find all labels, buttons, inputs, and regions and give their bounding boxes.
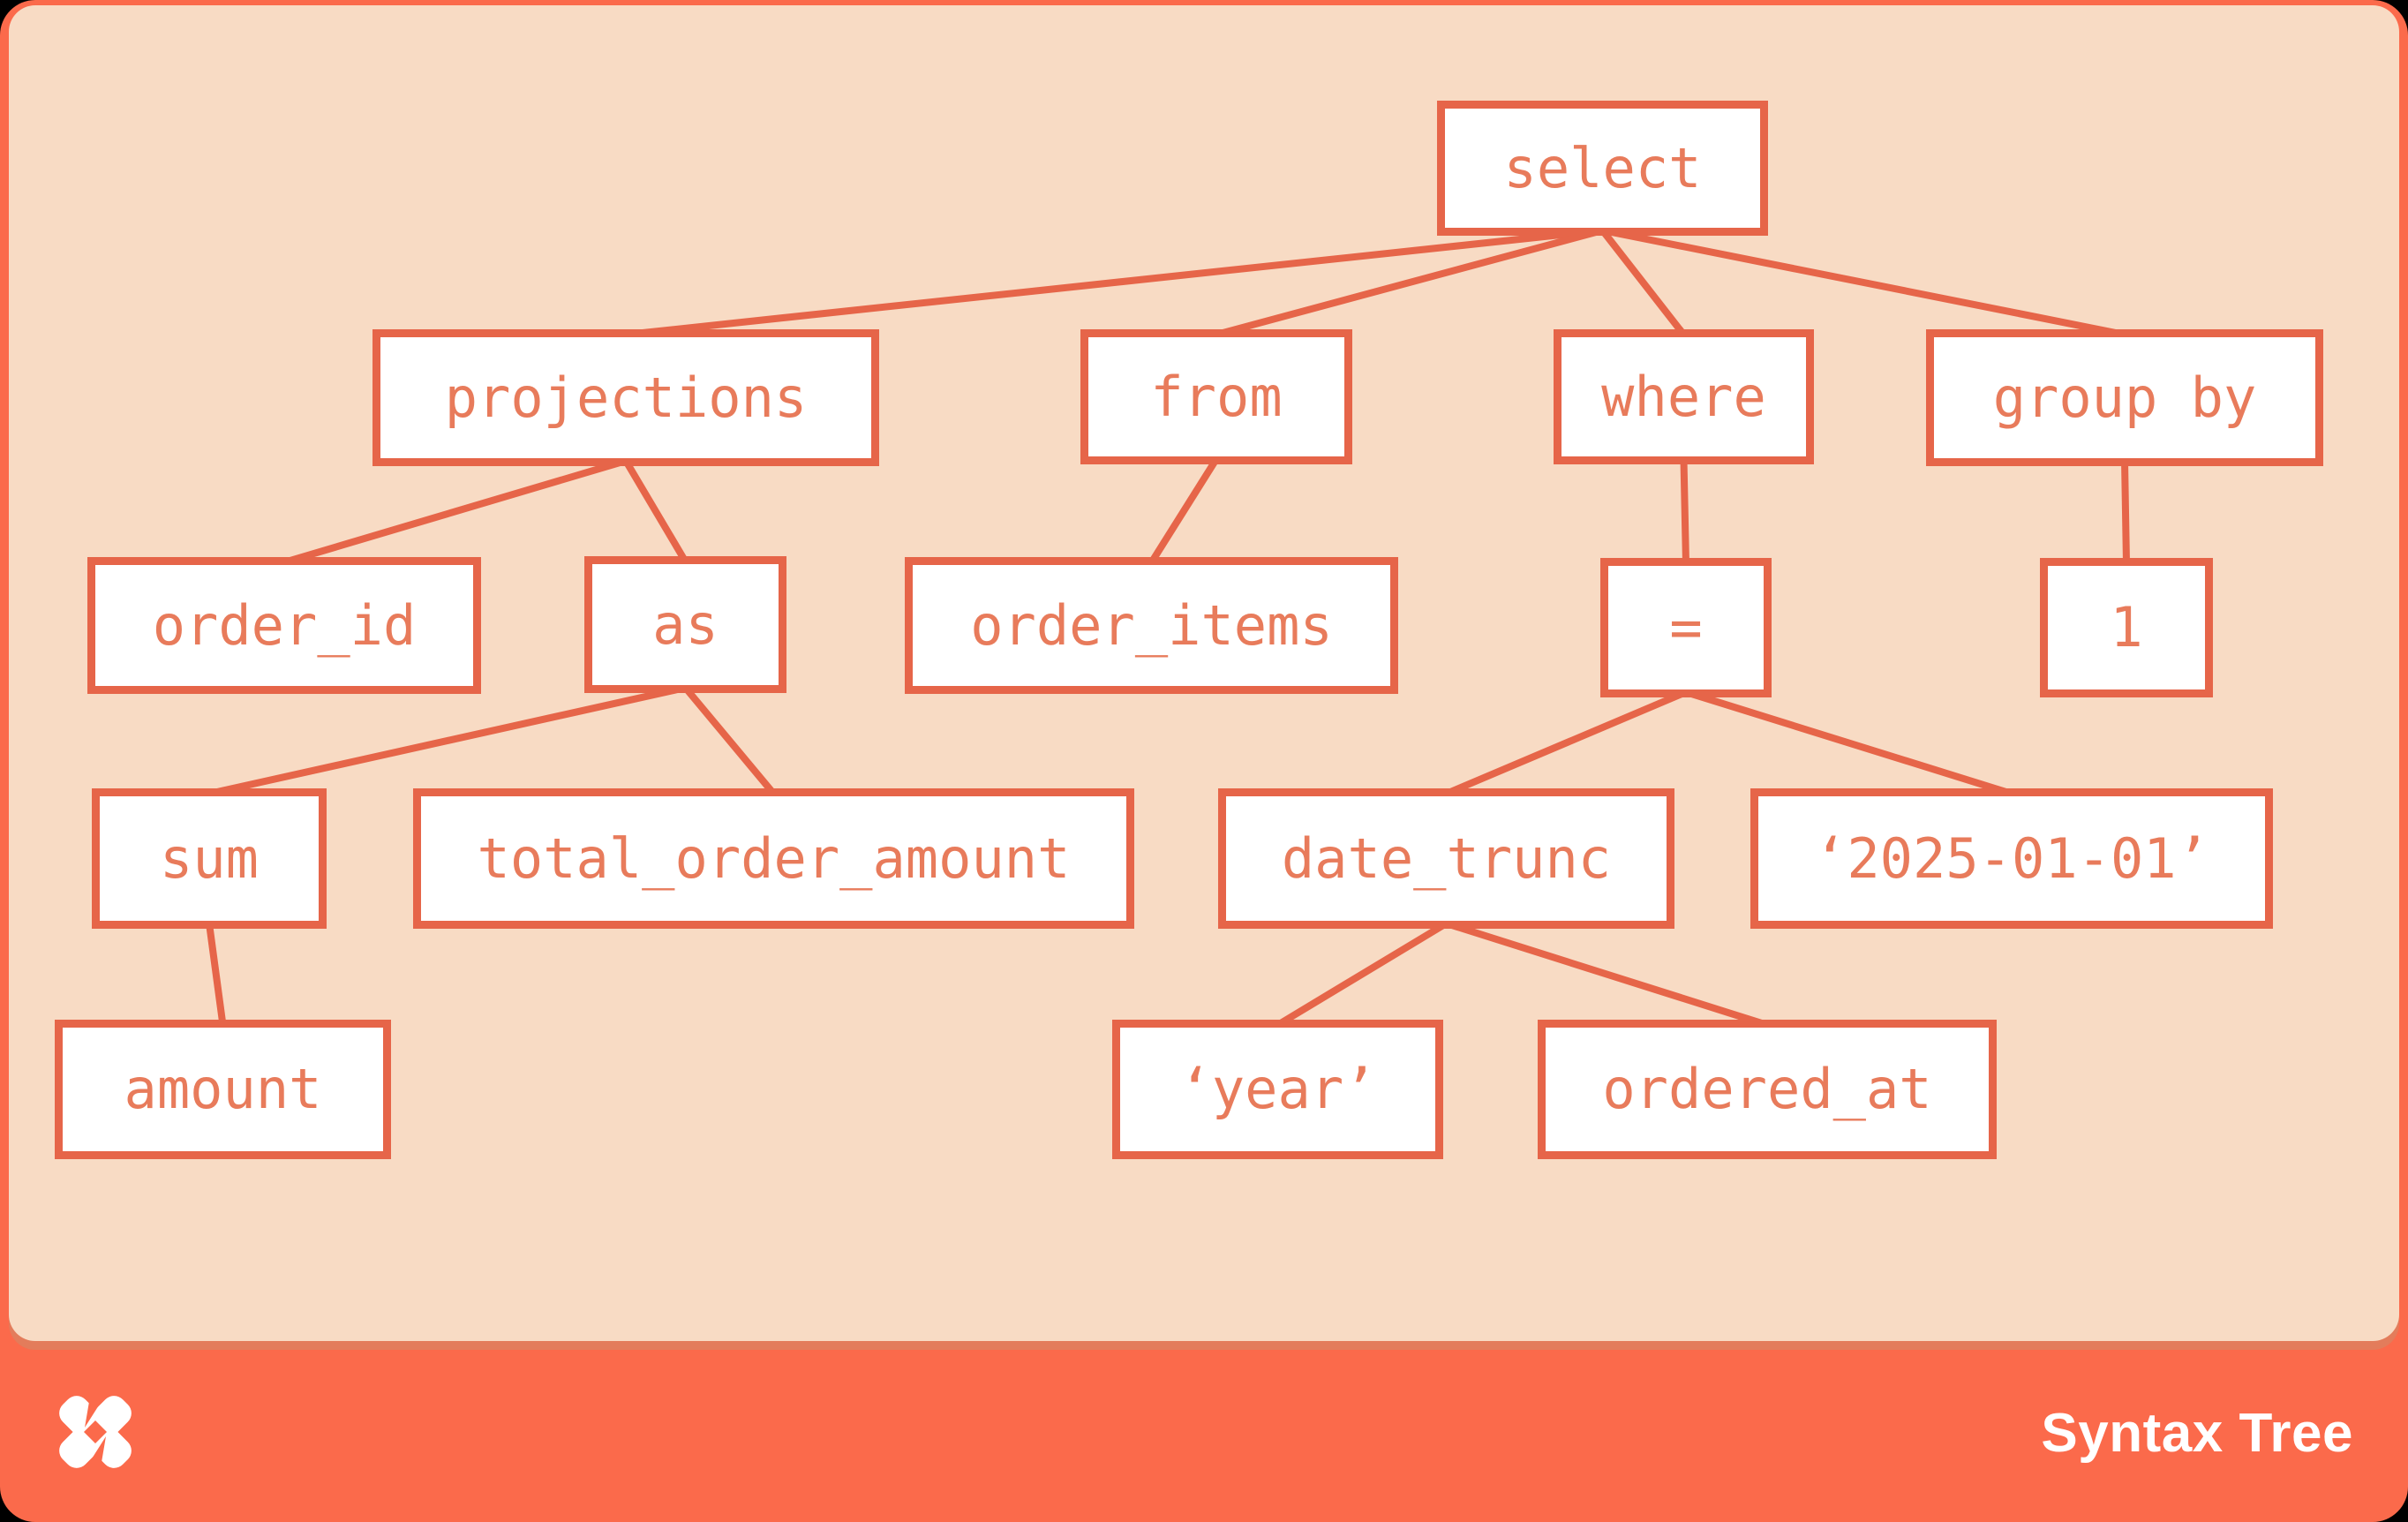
tree-edge-select-projections [625,227,1603,338]
tree-node-from: from [1080,329,1352,464]
tree-edge-date_trunc-ordered_at [1445,920,1769,1028]
tree-edge-group_by-one [2121,460,2130,564]
tree-edge-eq-date_trunc [1444,689,1688,797]
tree-edge-where-eq [1680,458,1689,564]
tree-edge-select-from [1215,227,1604,338]
tree-node-where: where [1554,329,1814,464]
tree-edge-projections-order_id [282,457,628,566]
tree-edge-eq-date_literal [1684,689,2013,797]
tree-node-as: as [584,556,786,693]
tree-node-amount: amount [55,1020,391,1159]
tree-node-ordered_at: ordered_at [1538,1020,1997,1159]
tree-node-date_literal: ‘2025-01-01’ [1750,788,2273,929]
tree-edge-sum-amount [206,923,227,1026]
tree-node-sum: sum [92,788,327,929]
tree-edge-date_trunc-year_literal [1275,920,1449,1028]
tree-node-date_trunc: date_trunc [1218,788,1674,929]
tree-edge-select-group_by [1601,227,2126,338]
tree-node-eq: = [1600,558,1772,697]
tree-edge-as-sum [208,684,687,797]
footer-title: Syntax Tree [2041,1403,2353,1464]
tree-node-total_order_amount: total_order_amount [413,788,1134,929]
tree-node-group_by: group by [1926,329,2323,466]
tree-edge-select-where [1599,228,1687,337]
tree-node-year_literal: ‘year’ [1112,1020,1443,1159]
tree-node-select: select [1437,101,1768,236]
tree-node-order_id: order_id [87,557,481,694]
tree-edge-as-total_order_amount [682,685,777,796]
tree-edge-projections-as [622,458,689,564]
tree-node-order_items: order_items [905,557,1398,694]
dagster-logo-icon [51,1388,139,1476]
tree-edge-from-order_items [1148,456,1220,565]
tree-node-projections: projections [372,329,879,466]
tree-node-one: 1 [2040,558,2213,697]
